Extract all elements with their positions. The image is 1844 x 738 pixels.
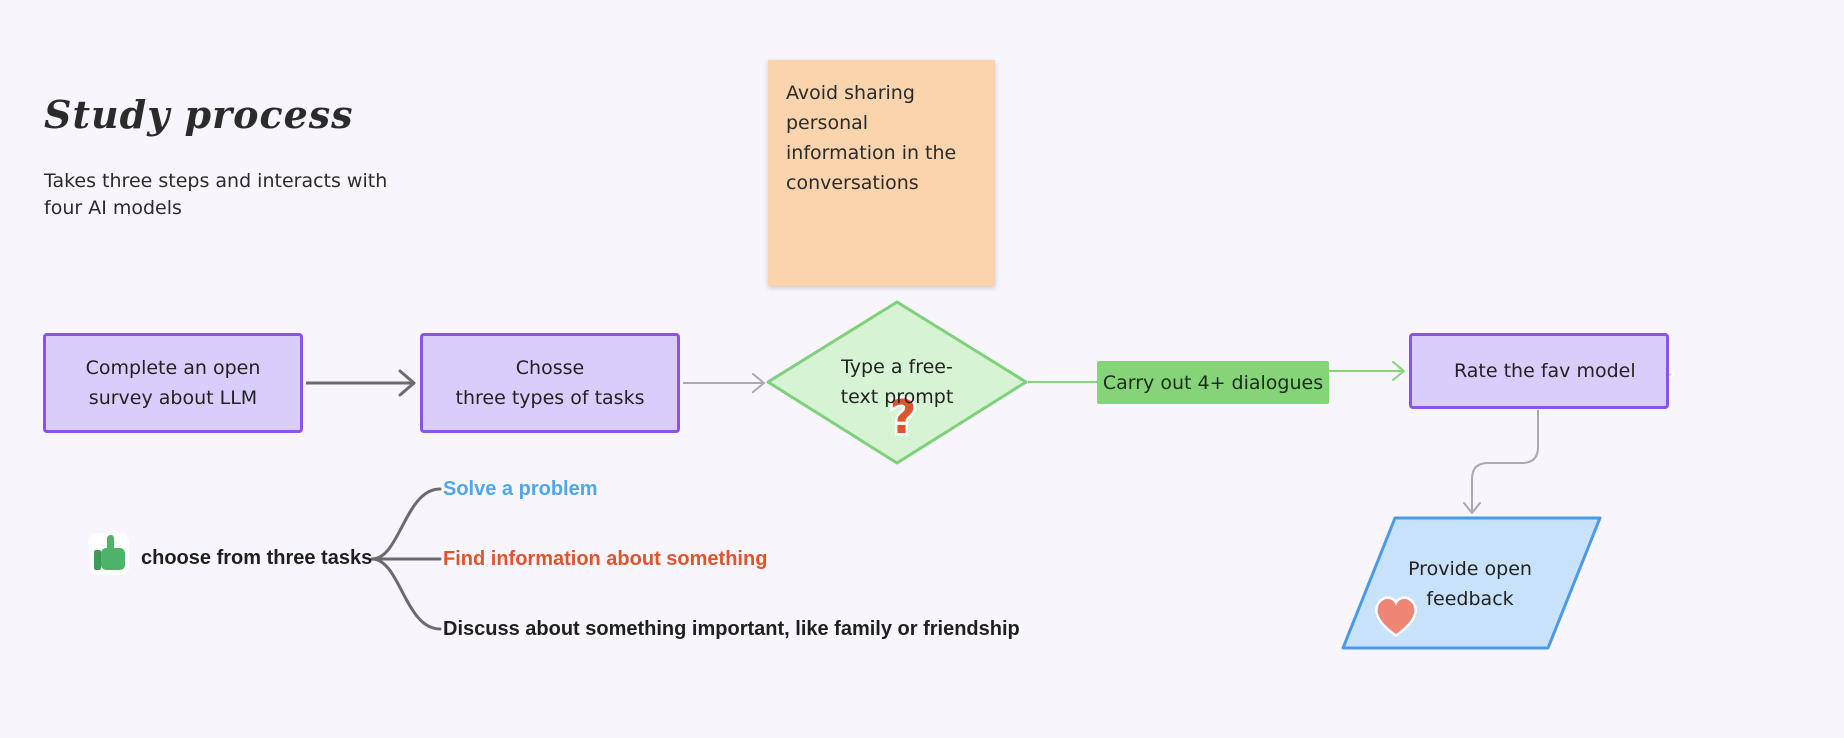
arrow-dialogues-to-rate: [1329, 361, 1405, 381]
heart-icon: [1375, 596, 1417, 637]
sticky-note[interactable]: Avoid sharing personal information in th…: [768, 60, 995, 286]
tasks-step-line-1: Chosse: [515, 357, 585, 379]
survey-step-line-1: Complete an open: [85, 357, 261, 379]
task-branch-solve-problem[interactable]: Solve a problem: [443, 478, 598, 500]
sticky-note-text: Avoid sharing personal information in th…: [786, 82, 957, 194]
prompt-diamond[interactable]: [766, 300, 1028, 465]
task-tree-connectors: [370, 487, 442, 631]
prompt-step-line-2: text prompt: [840, 386, 954, 408]
prompt-step-text: Type a free- text prompt: [797, 352, 997, 412]
svg-text:?: ?: [890, 390, 917, 444]
thumbs-up-icon: [89, 533, 129, 575]
survey-step-line-2: survey about LLM: [88, 387, 258, 409]
tasks-step-box[interactable]: Chosse three types of tasks: [420, 333, 680, 433]
task-branch-discuss[interactable]: Discuss about something important, like …: [443, 618, 1020, 640]
page-title: Study process: [44, 92, 354, 137]
arrow-survey-to-tasks: [306, 369, 416, 397]
arrow-tasks-to-prompt: [683, 373, 765, 393]
arrow-rate-to-feedback: [1463, 410, 1539, 514]
rate-step-text: Rate the fav model: [1454, 360, 1636, 382]
task-tree-root: choose from three tasks: [141, 547, 373, 569]
rate-step-box[interactable]: Rate the fav model: [1409, 333, 1669, 409]
feedback-step-text: Provide open feedback: [1370, 554, 1570, 614]
tasks-step-line-2: three types of tasks: [455, 387, 645, 409]
prompt-step-line-1: Type a free-: [841, 356, 953, 378]
question-mark-icon: ?: [887, 388, 919, 447]
feedback-step-line-2: feedback: [1426, 588, 1514, 610]
feedback-step-line-1: Provide open: [1408, 558, 1532, 580]
task-branch-find-information[interactable]: Find information about something: [443, 548, 768, 570]
survey-step-box[interactable]: Complete an open survey about LLM: [43, 333, 303, 433]
dialogues-label[interactable]: Carry out 4+ dialogues: [1097, 361, 1329, 404]
page-subtitle: Takes three steps and interacts with fou…: [44, 170, 388, 219]
